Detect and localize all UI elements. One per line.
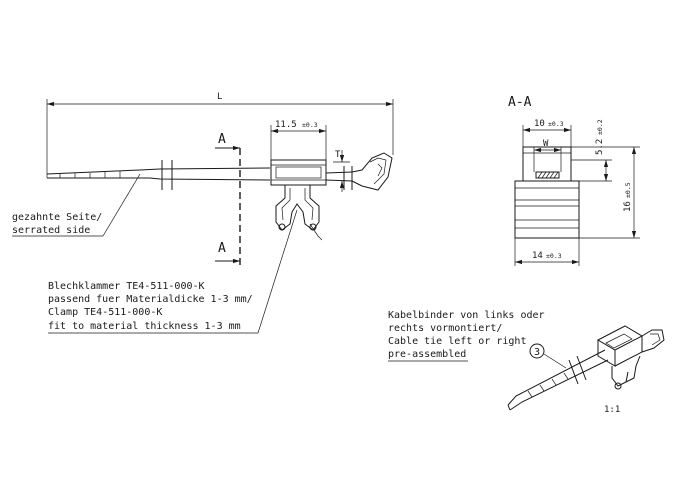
section-marker-bottom: A [218,241,226,256]
note-serrated-en: serrated side [12,225,90,236]
note-tie-line3: Cable tie left or right [388,336,526,347]
dim-base-width-tol: ±0.3 [546,252,562,260]
dim-height-tol: ±0.5 [624,182,632,198]
dim-section-width-tol: ±0.3 [548,120,564,128]
note-tie-line2: rechts vormontiert/ [388,323,502,334]
iso-serrations [527,372,569,398]
dim-base-width: 14 [532,251,543,261]
hatching [537,171,559,179]
callout-bubble [529,343,545,359]
section-title: A-A [508,95,532,110]
dim-slot-width: W [543,139,549,149]
side-view: L A A 11.5 ±0.3 [12,92,394,334]
dim-slot-height-tol: ±0.2 [596,119,604,135]
note-clamp-line2: passend fuer Materialdicke 1-3 mm/ [48,294,253,305]
section-marker-top: A [218,132,226,147]
callout-number: 3 [534,347,540,358]
note-serrated-de: gezahnte Seite/ [12,212,102,223]
isometric-view: Kabelbinder von links oder rechts vormon… [388,310,665,415]
section-view: A-A 10 ±0.3 W 5.2 ±0.2 [508,95,640,266]
note-clamp-line3: Clamp TE4-511-000-K [48,307,162,318]
scale-label: 1:1 [604,405,620,415]
dim-section-width: 10 [534,119,545,129]
dim-thickness: T [335,150,341,160]
note-clamp-line4: fit to material thickness 1-3 mm [48,321,241,332]
serration-marks [59,171,121,178]
note-clamp-line1: Blechklammer TE4-511-000-K [48,281,205,292]
note-tie-line1: Kabelbinder von links oder [388,310,545,321]
note-tie-line4: pre-assembled [388,349,466,360]
dim-length-label: L [217,92,222,102]
dim-head-width: 11.5 [275,120,297,130]
dim-head-width-tol: ±0.3 [302,121,318,129]
dim-height: 16 [623,201,633,212]
